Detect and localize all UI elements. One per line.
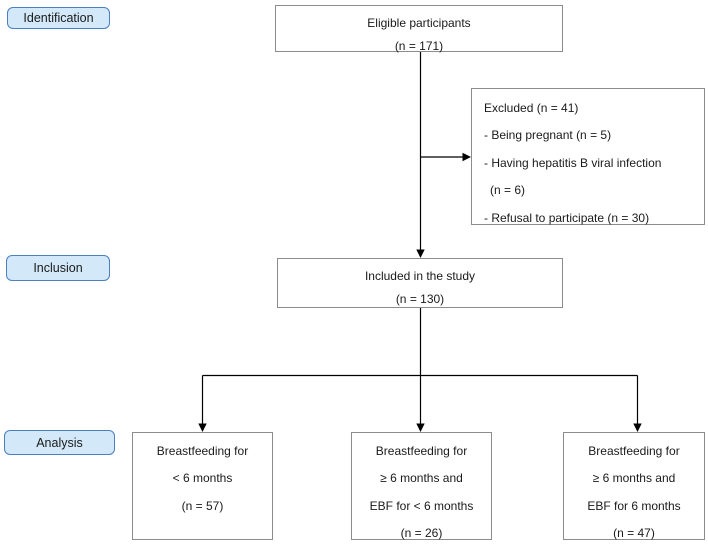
- box-analysis3-line1: Breastfeeding for: [588, 444, 680, 458]
- box-excluded-reason-hepatitis: - Having hepatitis B viral infection: [484, 155, 662, 170]
- box-excluded-reason-hepatitis-count: (n = 6): [490, 183, 526, 198]
- box-eligible-count: (n = 171): [394, 39, 444, 53]
- box-analysis3-count: (n = 47): [613, 525, 655, 540]
- connector-to-excluded: [420, 152, 471, 162]
- stage-label-identification: Identification: [7, 7, 110, 29]
- box-analysis2-count: (n = 26): [400, 525, 443, 540]
- box-eligible-title: Eligible participants: [367, 16, 471, 30]
- connector-branch-right: [633, 375, 642, 432]
- connector-included-to-analysis: [416, 308, 425, 432]
- box-included-count: (n = 130): [395, 292, 445, 306]
- box-included-title: Included in the study: [364, 269, 476, 283]
- stage-label-analysis: Analysis: [4, 430, 115, 455]
- box-excluded-reason-refusal: - Refusal to participate (n = 30): [484, 210, 650, 225]
- box-analysis3-line2: ≥ 6 months and: [592, 471, 676, 486]
- box-analysis3-line3: EBF for 6 months: [587, 498, 681, 513]
- box-breastfeeding-over-6-ebf-6: Breastfeeding for ≥ 6 months and EBF for…: [563, 432, 705, 540]
- connector-branch-left: [198, 375, 207, 432]
- box-breastfeeding-over-6-ebf-under-6: Breastfeeding for ≥ 6 months and EBF for…: [351, 432, 492, 540]
- box-analysis2-line1: Breastfeeding for: [375, 444, 468, 458]
- stage-label-inclusion: Inclusion: [6, 255, 110, 281]
- box-analysis1-line1: Breastfeeding for: [156, 444, 249, 458]
- box-analysis2-line3: EBF for < 6 months: [369, 498, 474, 513]
- box-breastfeeding-under-6-months: Breastfeeding for < 6 months (n = 57): [132, 432, 273, 540]
- box-included-in-study: Included in the study (n = 130): [277, 258, 563, 308]
- box-analysis1-line2: < 6 months: [172, 471, 233, 486]
- box-eligible-participants: Eligible participants (n = 171): [275, 5, 563, 53]
- connector-eligible-to-included: [416, 52, 425, 258]
- box-excluded: Excluded (n = 41) - Being pregnant (n = …: [471, 88, 705, 225]
- box-excluded-reason-pregnant: - Being pregnant (n = 5): [484, 128, 612, 143]
- box-excluded-title: Excluded (n = 41): [484, 101, 579, 115]
- box-analysis1-count: (n = 57): [181, 498, 224, 513]
- box-analysis2-line2: ≥ 6 months and: [380, 471, 463, 486]
